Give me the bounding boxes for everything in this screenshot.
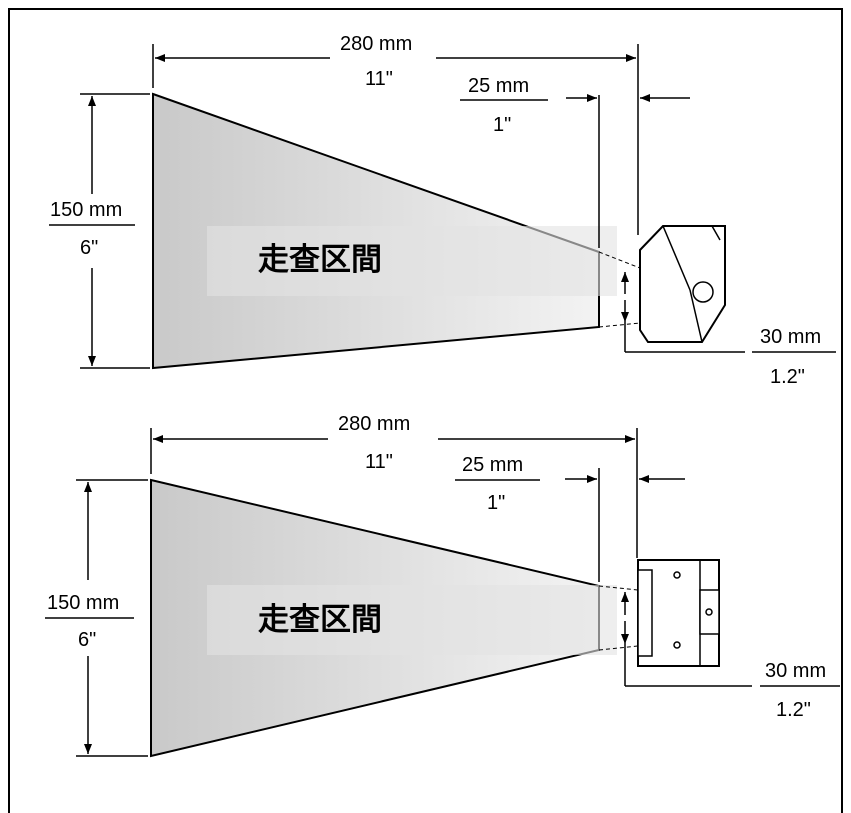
offset-mm: 25 mm [468,75,529,97]
total-distance-in: 11" [365,68,393,90]
window-mm: 30 mm [760,326,821,348]
diagram-top: 走查区間 280 mm 11" 25 mm 1" 150 mm 6" [49,33,836,388]
window-mm: 30 mm [765,660,826,682]
zone-label-backdrop [207,226,617,296]
height-in: 6" [80,237,98,259]
screw-icon [673,571,681,579]
diagram-bottom: 走查区間 280 mm 11" 25 mm 1" 150 mm 6" [45,413,840,758]
offset-mm: 25 mm [462,454,523,476]
window-in: 1.2" [776,699,811,721]
height-mm: 150 mm [47,592,119,614]
screw-icon [673,641,681,649]
outer-border [8,8,843,813]
offset-in: 1" [493,114,511,136]
window-dash-top [598,251,641,269]
screw-icon [705,608,713,616]
offset-in: 1" [487,492,505,514]
total-distance-mm: 280 mm [338,413,410,435]
zone-label: 走查区間 [258,602,382,637]
window-dash-bottom [598,322,641,328]
scanner-lens-icon [692,281,714,303]
total-distance-in: 11" [365,451,393,473]
height-in: 6" [78,629,96,651]
height-mm: 150 mm [50,199,122,221]
window-in: 1.2" [770,366,805,388]
scanner-device-angled [639,225,726,343]
zone-label: 走查区間 [258,242,382,277]
scanner-device-front [637,559,720,667]
total-distance-mm: 280 mm [340,33,412,55]
zone-label-backdrop [207,585,617,655]
